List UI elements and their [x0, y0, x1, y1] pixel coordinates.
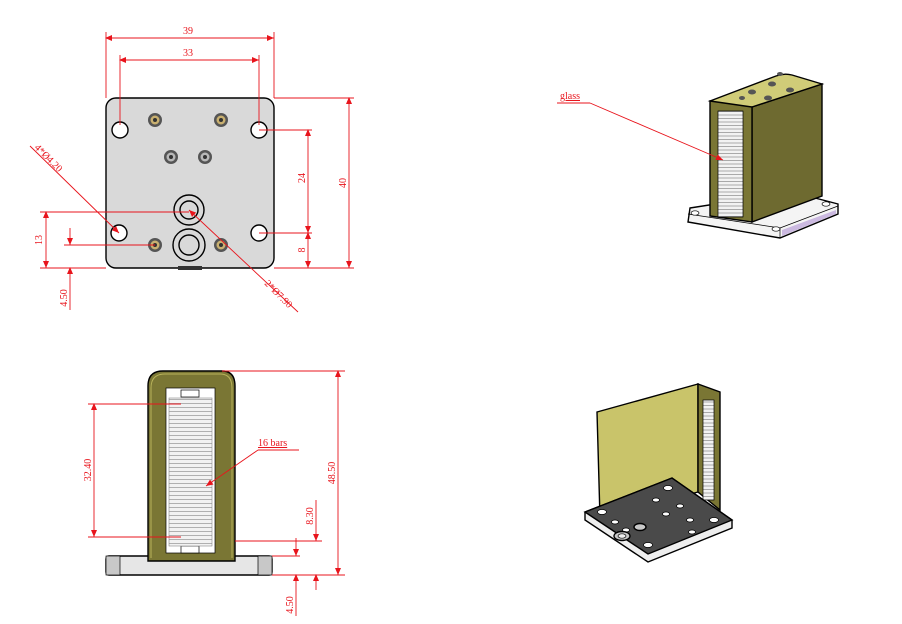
dim-4-50-front: 4.50	[285, 596, 296, 614]
dim-8: 8	[297, 248, 308, 253]
top-plate-notch	[178, 266, 202, 270]
label-glass: glass	[560, 91, 580, 102]
dim-13: 13	[34, 235, 45, 245]
dim-33: 33	[183, 48, 193, 59]
iso-view-bottom	[583, 383, 734, 563]
iso-glass	[717, 110, 744, 218]
label-16-bars: 16 bars	[258, 438, 287, 449]
dim-4-50-top: 4.50	[59, 289, 70, 307]
dim-32-40: 32.40	[83, 459, 94, 482]
front-bars	[168, 397, 213, 547]
dim-8-30: 8.30	[305, 507, 316, 525]
dim-40: 40	[338, 178, 349, 188]
front-view: 32.40 48.50 8.30 4.50 16 bars	[83, 370, 345, 616]
screw-group	[148, 113, 228, 252]
label-large-holes: 2*Ø7.90	[262, 278, 294, 310]
iso-view-top: glass	[557, 72, 839, 239]
dim-24: 24	[297, 173, 308, 183]
label-small-holes: 4*Ø4.20	[32, 142, 64, 174]
dim-39: 39	[183, 26, 193, 37]
dim-48-50: 48.50	[327, 462, 338, 485]
top-view: 39 33 40 24 8 13 4.50 4*Ø4.20 2*Ø7.90	[29, 26, 354, 313]
